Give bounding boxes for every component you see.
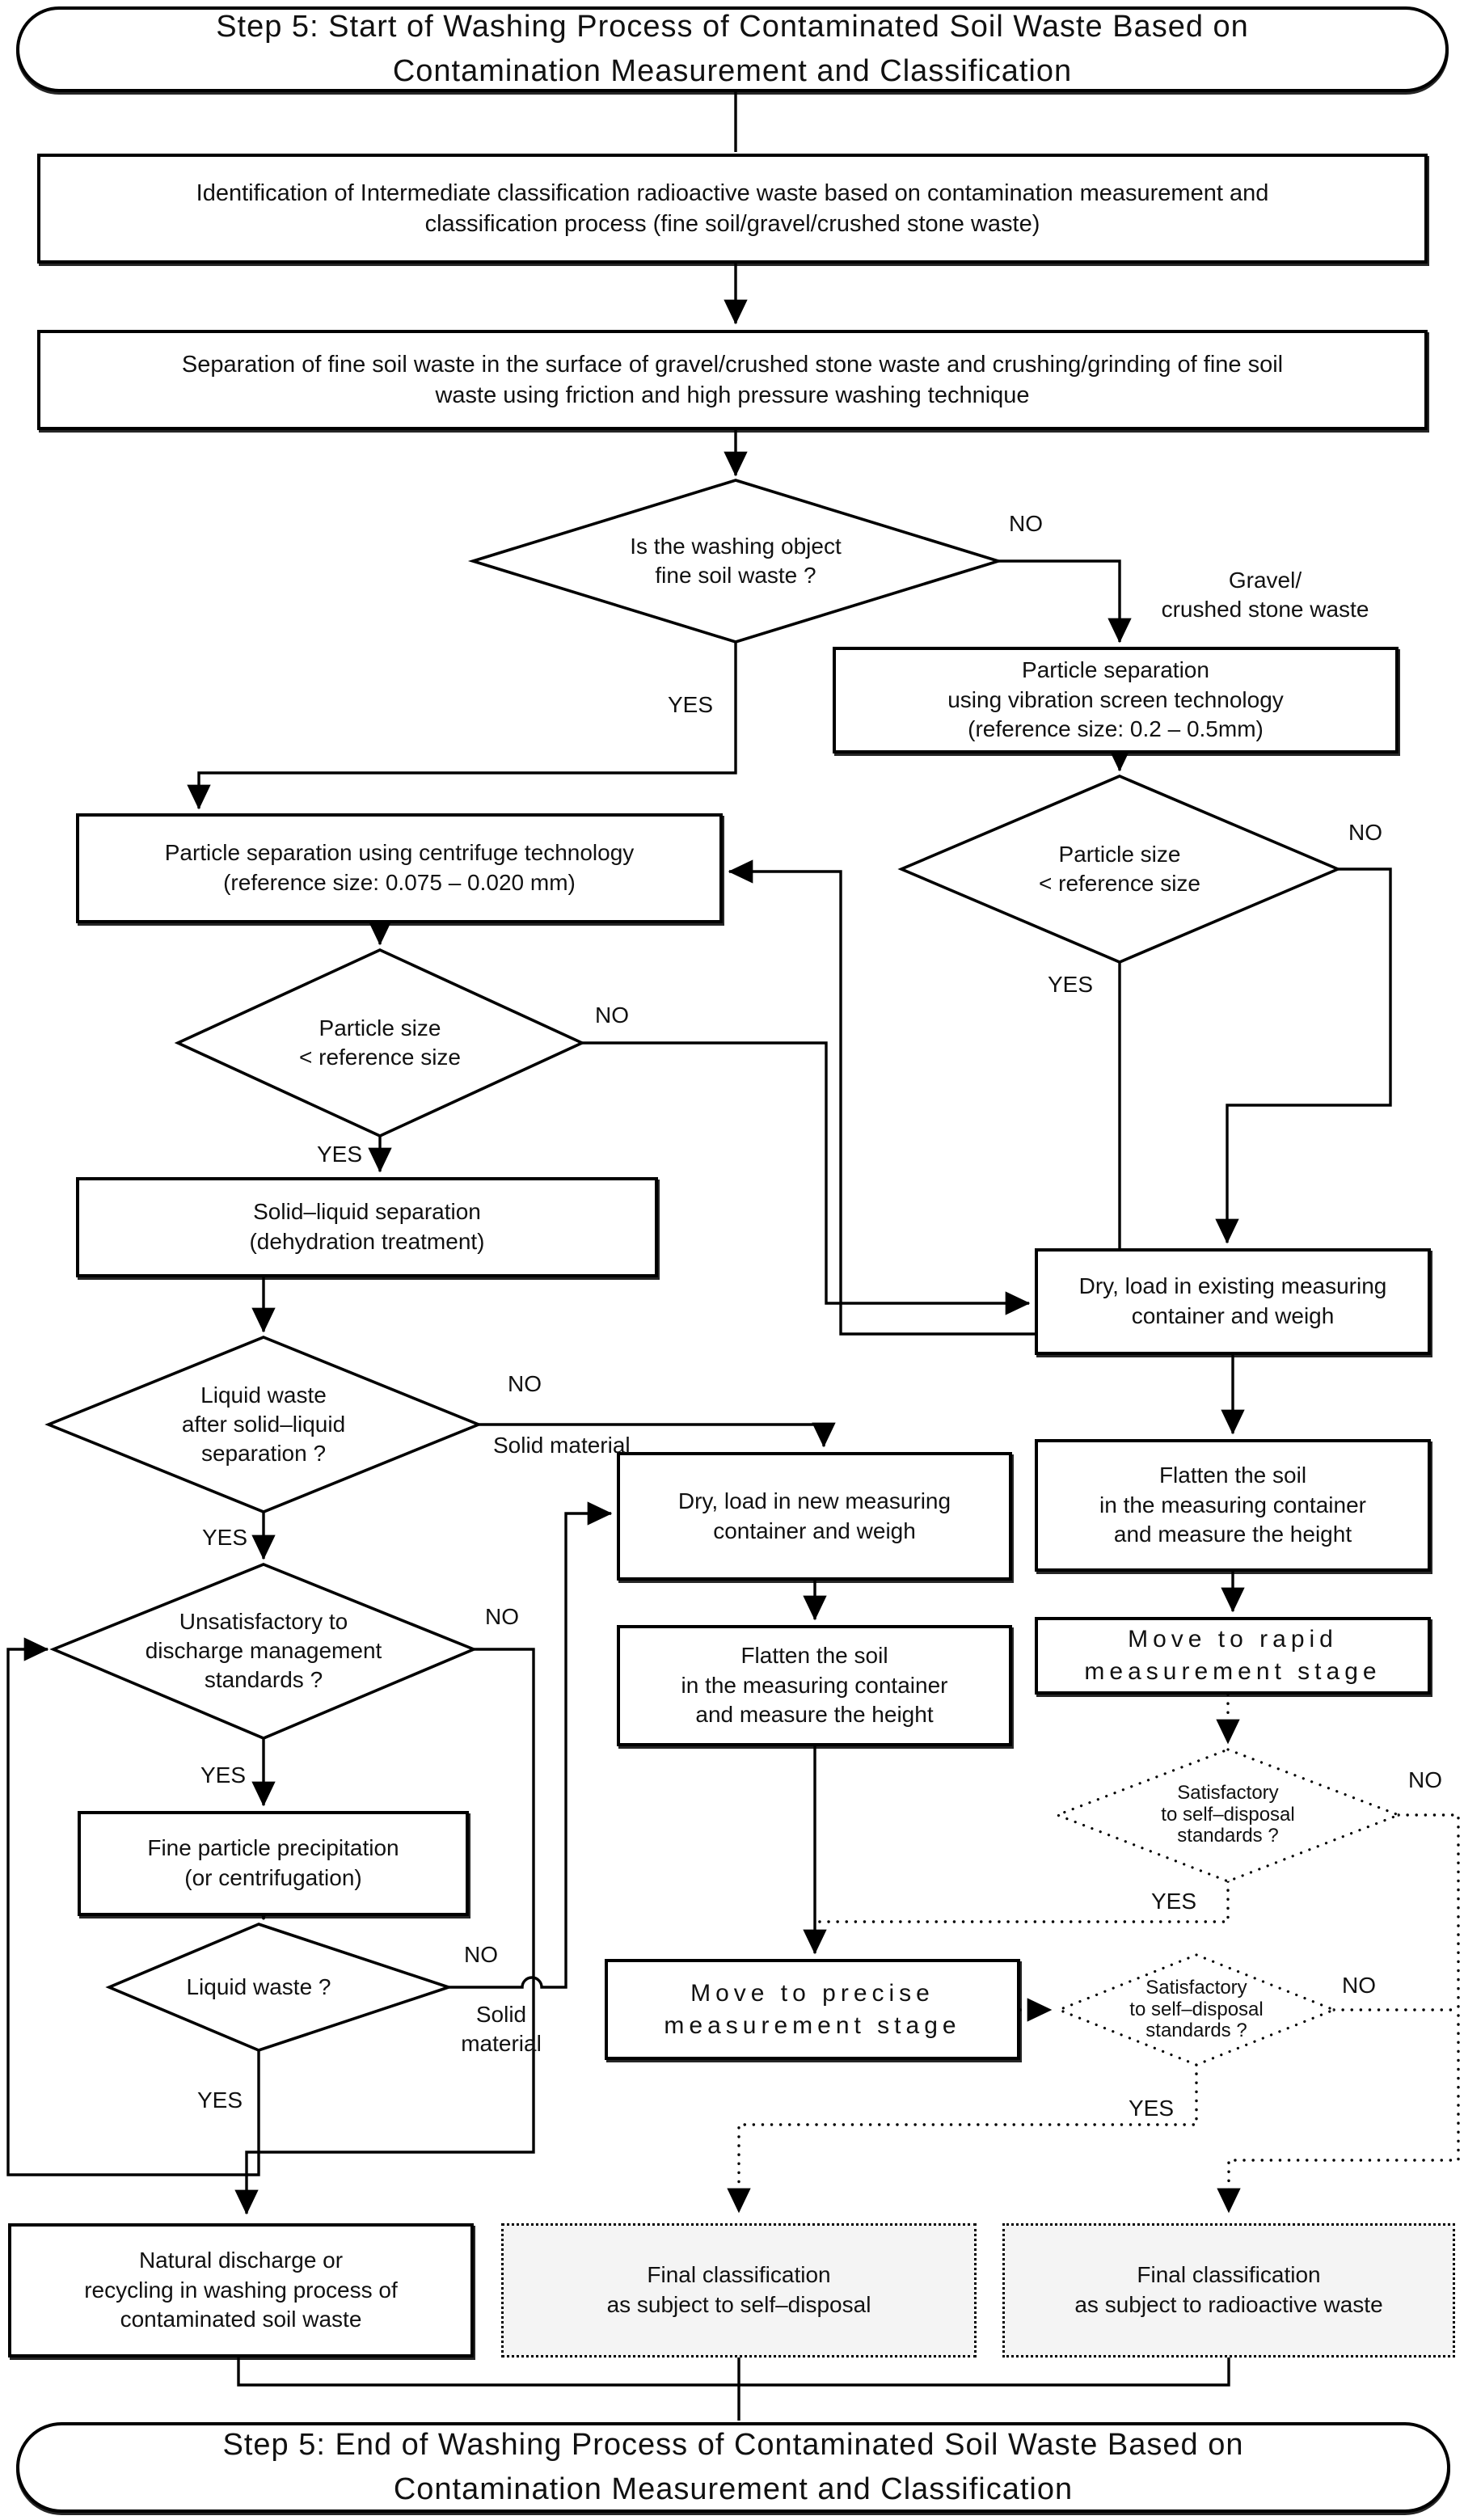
decision-liquid-waste-shape [105, 1923, 454, 2052]
process-final-self-disposal: Final classification as subject to self–… [501, 2223, 977, 2357]
edge-washing-object-yes [187, 642, 737, 810]
label-particle-size-screen-yes: YES [1048, 972, 1094, 997]
label-liquid-waste-no: NO [464, 1942, 498, 1967]
process-centrifuge: Particle separation using centrifuge tec… [76, 813, 723, 923]
terminator-start: Step 5: Start of Washing Process of Cont… [16, 6, 1449, 92]
edge-liquid-after-no [479, 1422, 836, 1448]
edge-particle-size-centrifuge-no [582, 1041, 1031, 1315]
process-final-radioactive: Final classification as subject to radio… [1002, 2223, 1455, 2357]
process-flatten-soil-right: Flatten the soil in the measuring contai… [1035, 1439, 1431, 1572]
decision-particle-size-screen-shape [897, 775, 1342, 964]
label-particle-size-centrifuge-no: NO [595, 1003, 629, 1028]
label-satisfactory-precise-yes: YES [1129, 2096, 1175, 2121]
label-gravel-annotation: Gravel/ crushed stone waste [1161, 568, 1369, 623]
process-natural-discharge: Natural discharge or recycling in washin… [8, 2223, 474, 2357]
edge-particle-size-screen-no [1215, 867, 1392, 1244]
decision-liquid-after-shape [44, 1336, 483, 1513]
process-vibration-screen: Particle separation using vibration scre… [833, 647, 1399, 753]
edge-liquid-waste-yes-loop [6, 1637, 260, 2176]
edge-satisfactory-rapid-no [1217, 1813, 1460, 2214]
edge-washing-object-no [998, 559, 1132, 644]
label-satisfactory-rapid-no: NO [1408, 1767, 1442, 1792]
edge-final-radioactive-out [739, 2357, 1230, 2387]
label-solid-material-stacked: Solid material [461, 2002, 542, 2057]
decision-unsatisfactory-shape [49, 1563, 478, 1740]
decision-washing-object-shape [467, 479, 1004, 644]
process-dry-load-new: Dry, load in new measuring container and… [617, 1452, 1012, 1581]
label-liquid-after-no: NO [508, 1371, 542, 1396]
label-satisfactory-precise-no: NO [1342, 1973, 1376, 1998]
process-flatten-soil-mid: Flatten the soil in the measuring contai… [617, 1625, 1012, 1746]
label-unsatisfactory-no: NO [485, 1604, 519, 1629]
label-satisfactory-rapid-yes: YES [1151, 1889, 1197, 1914]
label-washing-object-no: NO [1009, 511, 1043, 536]
label-liquid-after-yes: YES [202, 1525, 248, 1550]
edge-satisfactory-rapid-yes [816, 1880, 1230, 1923]
dotted-edges [727, 1693, 1460, 2214]
edge-natural-discharge-out [237, 2357, 739, 2387]
process-dry-load-existing: Dry, load in existing measuring containe… [1035, 1248, 1431, 1355]
edge-satisfactory-precise-yes [727, 2063, 1198, 2214]
edge-unsatisfactory-no [234, 1648, 535, 2215]
process-solid-liquid-separation: Solid–liquid separation (dehydration tre… [76, 1177, 658, 1277]
label-washing-object-yes: YES [668, 692, 714, 717]
decision-shapes [44, 479, 1403, 2066]
process-move-rapid: Move to rapid measurement stage [1035, 1617, 1431, 1695]
label-particle-size-centrifuge-yes: YES [317, 1142, 363, 1167]
edge-particle-size-screen-yes [728, 859, 1121, 1336]
solid-edges [6, 91, 1392, 2421]
decision-satisfactory-precise-shape [1055, 1953, 1338, 2066]
label-liquid-waste-yes: YES [197, 2087, 243, 2113]
process-move-precise: Move to precise measurement stage [605, 1959, 1020, 2060]
label-particle-size-screen-no: NO [1348, 820, 1382, 845]
decision-satisfactory-rapid-shape [1053, 1748, 1403, 1883]
label-unsatisfactory-yes: YES [200, 1762, 247, 1788]
edge-liquid-waste-no [449, 1501, 613, 1989]
decision-particle-size-centrifuge-shape [174, 948, 586, 1138]
label-solid-material: Solid material [493, 1433, 631, 1458]
process-fine-particle-precipitation: Fine particle precipitation (or centrifu… [78, 1811, 469, 1916]
process-separation: Separation of fine soil waste in the sur… [37, 330, 1428, 430]
terminator-end: Step 5: End of Washing Process of Contam… [16, 2422, 1450, 2513]
process-identification: Identification of Intermediate classific… [37, 154, 1428, 264]
